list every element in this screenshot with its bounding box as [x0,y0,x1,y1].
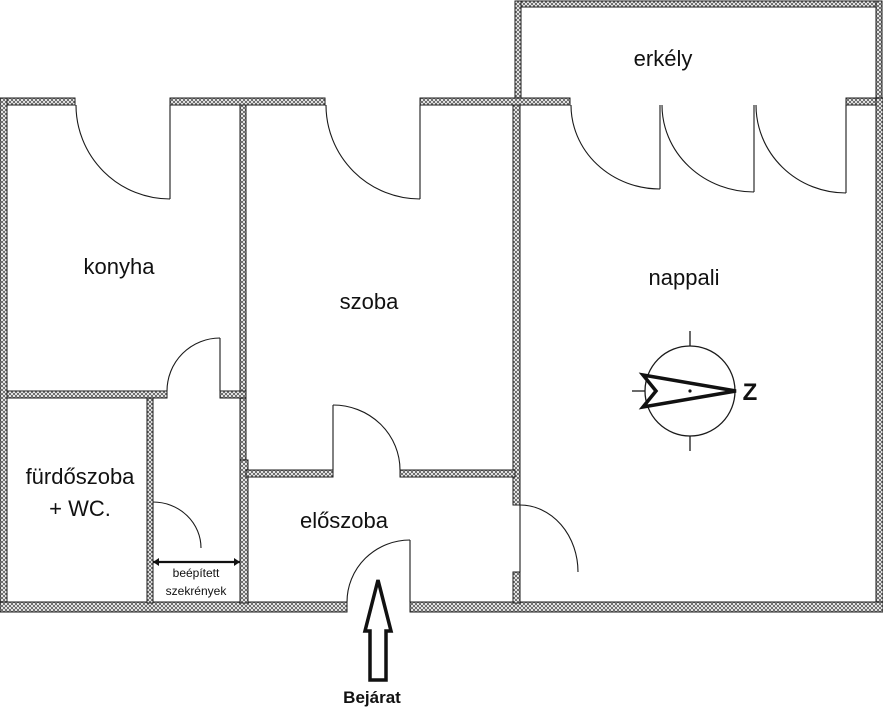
room-label-bathroom-line2: + WC. [49,496,111,521]
entrance-arrow-icon [362,579,394,682]
door-room-bottom [332,404,401,471]
door-entrance [346,539,411,603]
door-living [519,504,579,573]
door-room [325,104,421,200]
balcony [514,0,883,100]
door-balcony-3 [755,104,847,194]
entrance-label: Bejárat [343,688,401,707]
closet-label-line1: beépített [173,566,220,580]
doors [75,104,847,603]
exterior-walls [0,97,883,613]
door-kitchen-bottom [166,337,221,392]
compass-north-letter: Z [743,379,758,406]
door-bathroom [152,501,202,549]
door-balcony-1 [570,104,661,190]
room-label-living: nappali [649,265,720,290]
room-label-hall: előszoba [300,508,389,533]
interior-walls [6,104,521,604]
compass-icon [632,331,737,451]
room-label-kitchen: konyha [84,254,156,279]
closet-label-line2: szekrények [166,584,228,598]
closet-marker [153,558,240,566]
door-kitchen [75,104,171,200]
room-label-room: szoba [340,289,399,314]
door-balcony-2 [661,104,755,193]
room-label-bathroom-line1: fürdőszoba [26,464,136,489]
room-label-balcony: erkély [634,46,693,71]
